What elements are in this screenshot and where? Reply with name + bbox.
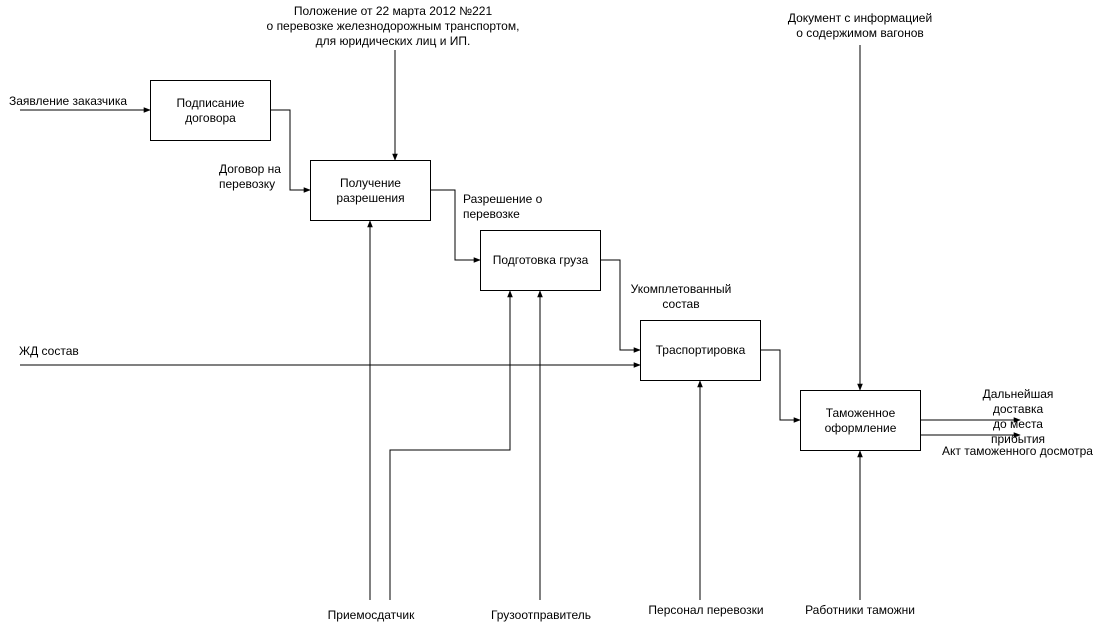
label-regulation: Положение от 22 марта 2012 №221 о перево… (266, 4, 520, 48)
arrow-receiver-cargo (389, 290, 513, 600)
label-shipper: Грузоотправитель (490, 608, 592, 622)
arrow-contract (270, 109, 311, 193)
box-transport: Траспортировка (640, 320, 761, 381)
label-staff: Персонал перевозки (648, 603, 764, 617)
label-receiver: Приемосдатчик (327, 608, 415, 622)
label-customs-staff: Работники таможни (805, 603, 915, 617)
label-inspection: Акт таможенного досмотра (942, 444, 1093, 458)
box-permission: Получение разрешения (310, 160, 431, 221)
arrow-transport-customs (760, 349, 801, 423)
box-cargo-prep: Подготовка груза (480, 230, 601, 291)
label-assembled: Укомплетованный состав (630, 282, 732, 311)
box-customs: Таможенное оформление (800, 390, 921, 451)
arrow-permit (430, 189, 481, 263)
label-wagon-doc: Документ с информацией о содержимом ваго… (787, 11, 933, 40)
label-delivery: Дальнейшая доставка до места прибытия (982, 387, 1054, 446)
label-train: ЖД состав (19, 344, 79, 358)
label-application: Заявление заказчика (9, 94, 128, 108)
label-contract: Договор на перевозку (219, 162, 281, 191)
label-permit: Разрешение о перевозке (463, 192, 543, 221)
arrow-assembled (600, 259, 641, 353)
box-contract-signing: Подписание договора (150, 80, 271, 141)
